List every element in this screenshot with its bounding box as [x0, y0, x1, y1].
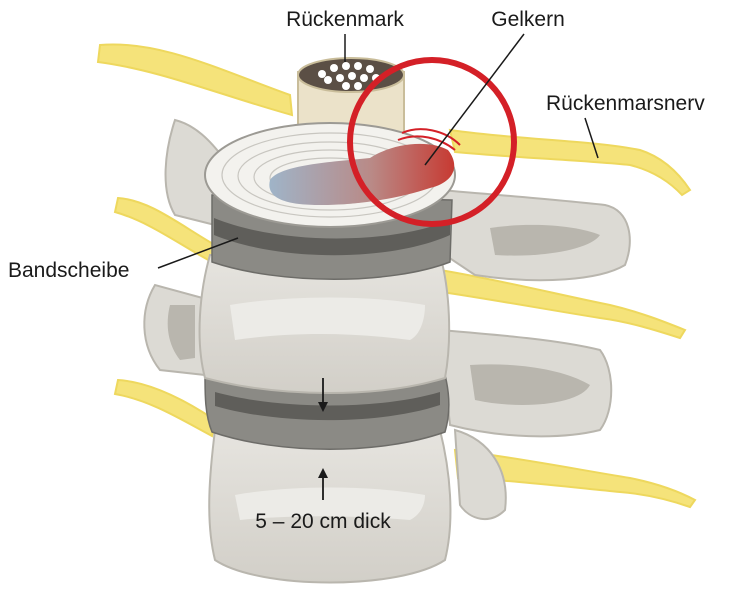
nerve-low-left: [115, 380, 215, 436]
label-nucleus: Gelkern: [491, 8, 565, 31]
label-thickness: 5 – 20 cm dick: [255, 510, 391, 533]
nerve-top-right: [450, 130, 690, 195]
label-disc: Bandscheibe: [8, 259, 129, 282]
vertebra-body-middle-hl: [230, 298, 425, 341]
label-spinal-cord: Rückenmark: [286, 8, 404, 31]
label-spinal-nerve: Rückenmarsnerv: [546, 92, 705, 115]
disc-top: [205, 123, 460, 227]
nerve-top-left: [98, 44, 292, 115]
process-low-right: [455, 430, 506, 519]
